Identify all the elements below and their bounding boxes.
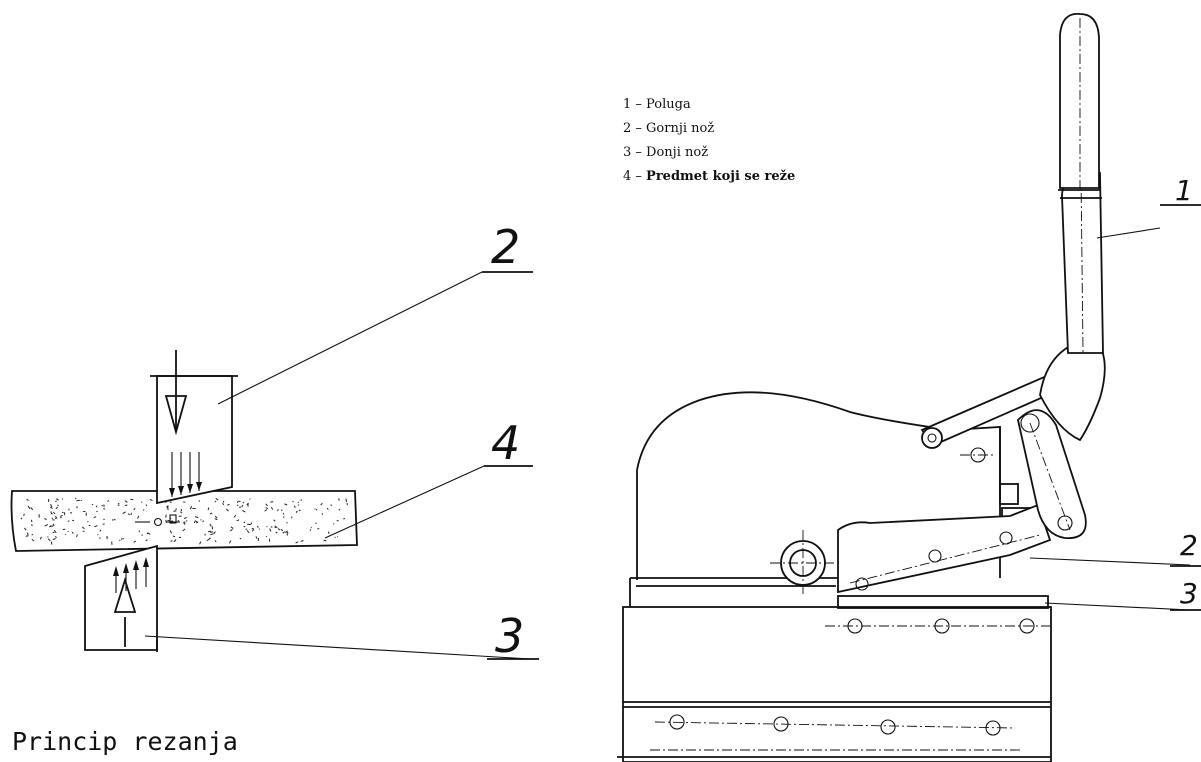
legend-item-3: 3 – Donji nož — [623, 145, 708, 160]
upper-knife-holder — [837, 503, 1052, 594]
machine-base — [617, 577, 1052, 762]
figure-caption: Princip rezanja — [12, 727, 238, 756]
upper-force-arrows — [169, 452, 202, 497]
label-upper-knife-right: 2 — [1180, 529, 1198, 562]
leader-line-4 — [324, 465, 485, 539]
lower-force-arrows — [113, 557, 149, 593]
lower-knife — [84, 544, 158, 652]
legend-item-2: 2 – Gornji nož — [623, 121, 714, 136]
leader-line-2-right — [1029, 557, 1191, 566]
shear-center-mark — [135, 514, 180, 527]
legend-item-4: 4 – Predmet koji se reže — [623, 169, 795, 184]
label-workpiece: 4 — [491, 416, 520, 470]
label-lower-knife-right: 3 — [1180, 577, 1198, 610]
lever-cam — [960, 337, 1106, 463]
main-pivot — [770, 530, 836, 596]
legend-item-1: 1 – Poluga — [623, 97, 691, 112]
leader-line-3 — [144, 635, 531, 660]
leader-line-2 — [217, 271, 483, 405]
label-upper-knife: 2 — [491, 220, 520, 274]
label-lever: 1 — [1175, 174, 1193, 207]
lever-handle — [1058, 12, 1104, 354]
lever-shear-figure: 1 – Poluga 2 – Gornji nož 3 – Donji nož … — [617, 12, 1201, 762]
workpiece — [10, 490, 358, 552]
leader-line-3-right — [1044, 602, 1191, 611]
lower-knife-strip — [837, 595, 1049, 609]
cutting-principle-figure: 2 4 3 Princip rezanja — [10, 220, 539, 756]
legend: 1 – Poluga 2 – Gornji nož 3 – Donji nož … — [623, 97, 795, 184]
leader-line-1 — [1096, 227, 1161, 239]
workpiece-texture — [20, 497, 348, 545]
upper-knife — [150, 350, 238, 505]
link-arm — [1017, 409, 1087, 539]
label-lower-knife: 3 — [495, 609, 524, 663]
